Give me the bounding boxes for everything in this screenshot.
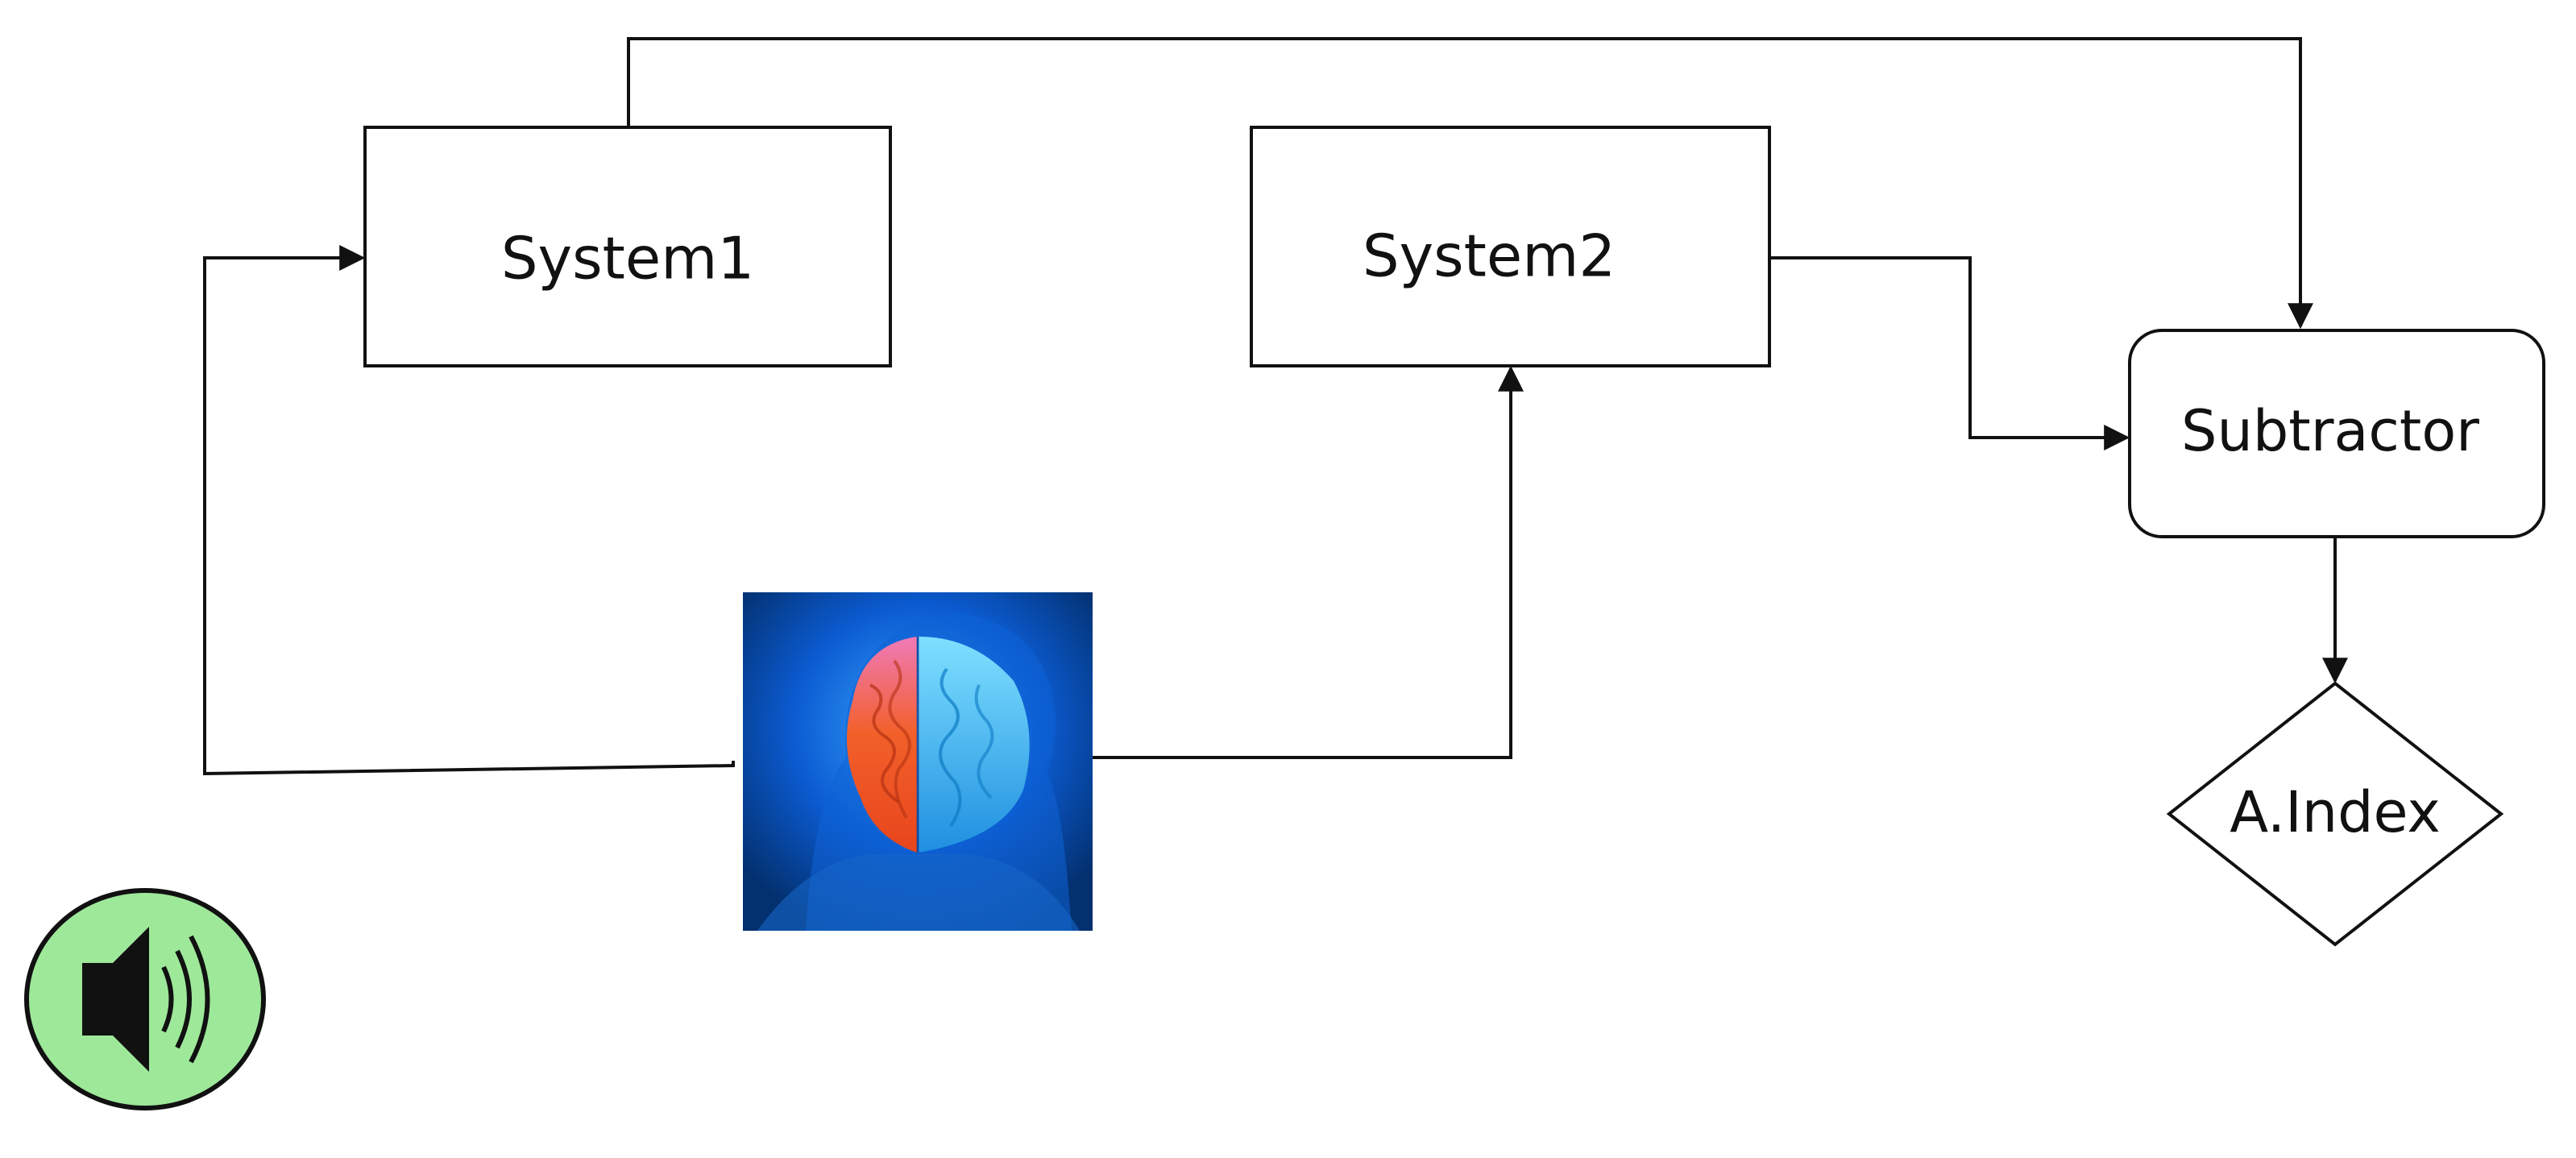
speaker-icon[interactable] xyxy=(24,888,266,1110)
connector-brain-to-system2 xyxy=(1093,365,1524,759)
system2-node: System2 xyxy=(1250,126,1771,367)
connector-brain-to-system1 xyxy=(203,245,735,776)
subtractor-node: Subtractor xyxy=(2128,329,2545,538)
system1-node: System1 xyxy=(363,126,892,367)
system1-label: System1 xyxy=(501,225,754,293)
connector-system1-to-subtractor xyxy=(627,37,2313,330)
connector-system2-to-subtractor xyxy=(1771,256,2130,450)
system2-label: System2 xyxy=(1363,222,1616,290)
brain-icon xyxy=(743,592,1093,931)
aindex-node: A.Index xyxy=(2166,681,2504,947)
aindex-label: A.Index xyxy=(2230,779,2441,845)
subtractor-label: Subtractor xyxy=(2181,398,2479,464)
